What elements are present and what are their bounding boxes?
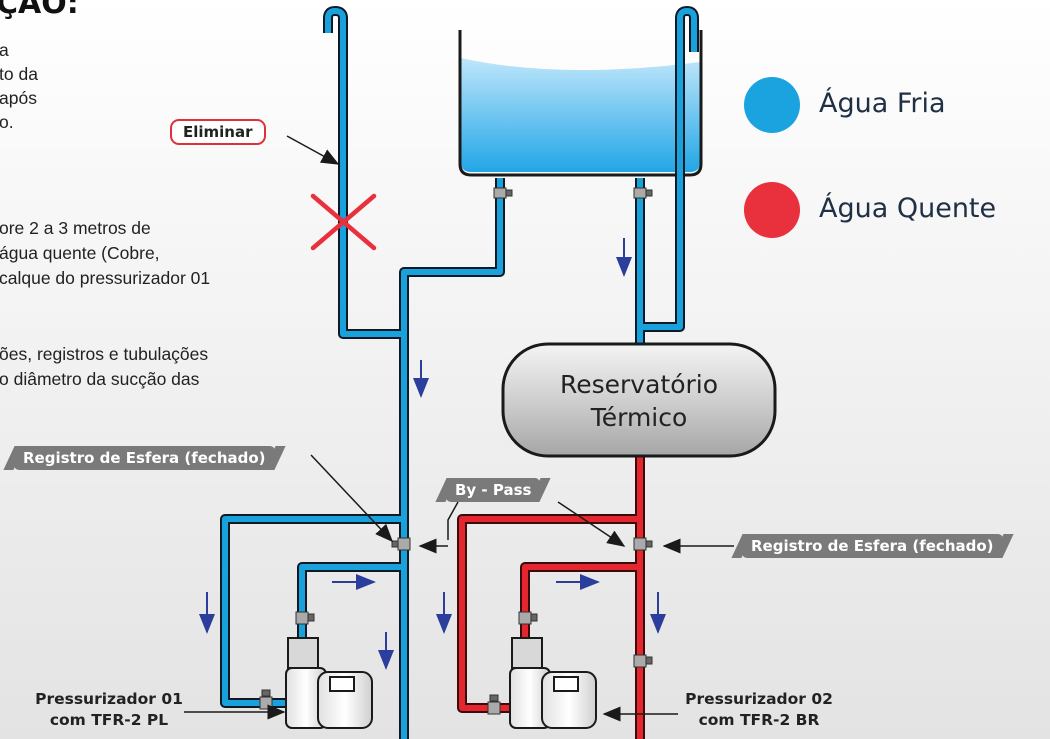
registro-esfera-right-label: Registro de Esfera (fechado) bbox=[742, 534, 1003, 558]
pump-02-label: Pressurizador 02 com TFR-2 BR bbox=[664, 689, 854, 731]
note-line: o. bbox=[0, 112, 14, 132]
valve bbox=[487, 694, 501, 715]
note-line: calque do pressurizador 01 bbox=[0, 268, 211, 288]
legend-hot-dot bbox=[744, 182, 800, 238]
pointer-registro-left bbox=[310, 454, 394, 543]
flow-arrows bbox=[199, 238, 666, 670]
page-heading: ÇÃO: bbox=[0, 0, 79, 21]
legend-hot-label: Água Quente bbox=[819, 193, 997, 224]
reservoir-label-line2: Térmico bbox=[590, 403, 688, 432]
note-line: o diâmetro da sucção das bbox=[0, 369, 200, 389]
water-tank bbox=[458, 30, 703, 177]
registro-esfera-left-label: Registro de Esfera (fechado) bbox=[14, 446, 275, 470]
valve bbox=[633, 537, 653, 551]
note-line: to da bbox=[0, 64, 38, 84]
bypass-label: By - Pass bbox=[446, 478, 541, 502]
reservoir-label: Reservatório Térmico bbox=[503, 368, 775, 434]
note-line: após bbox=[0, 88, 37, 108]
valve bbox=[391, 537, 411, 551]
pump-01-label-line2: com TFR-2 PL bbox=[49, 711, 169, 729]
legend-cold-label: Água Fria bbox=[819, 88, 946, 119]
callout-pointers bbox=[184, 135, 734, 722]
valve bbox=[259, 689, 273, 710]
pointer-bypass-left bbox=[447, 501, 459, 540]
note-line: água quente (Cobre, bbox=[0, 243, 160, 263]
valve bbox=[518, 611, 538, 625]
note-line: a bbox=[0, 40, 9, 60]
valve bbox=[633, 654, 653, 668]
pump-02-label-line1: Pressurizador 02 bbox=[685, 690, 833, 708]
pointer-eliminar bbox=[286, 135, 340, 165]
eliminate-x-mark bbox=[310, 193, 377, 251]
reservoir-label-line1: Reservatório bbox=[559, 370, 719, 399]
note-line: ões, registros e tubulações bbox=[0, 344, 209, 364]
eliminar-label: Eliminar bbox=[170, 119, 266, 145]
pointer-bypass-right bbox=[557, 501, 626, 547]
valve bbox=[493, 187, 513, 199]
note-line: ore 2 a 3 metros de bbox=[0, 218, 151, 238]
valve bbox=[633, 187, 653, 199]
legend-cold-dot bbox=[744, 77, 800, 133]
pump-01 bbox=[285, 637, 373, 729]
valve bbox=[295, 611, 315, 625]
pump-02 bbox=[509, 637, 597, 729]
pump-02-label-line2: com TFR-2 BR bbox=[698, 711, 820, 729]
pump-01-label-line1: Pressurizador 01 bbox=[35, 690, 183, 708]
pump-01-label: Pressurizador 01 com TFR-2 PL bbox=[14, 689, 204, 731]
valves bbox=[259, 187, 653, 715]
reservoir-tank bbox=[501, 342, 777, 458]
